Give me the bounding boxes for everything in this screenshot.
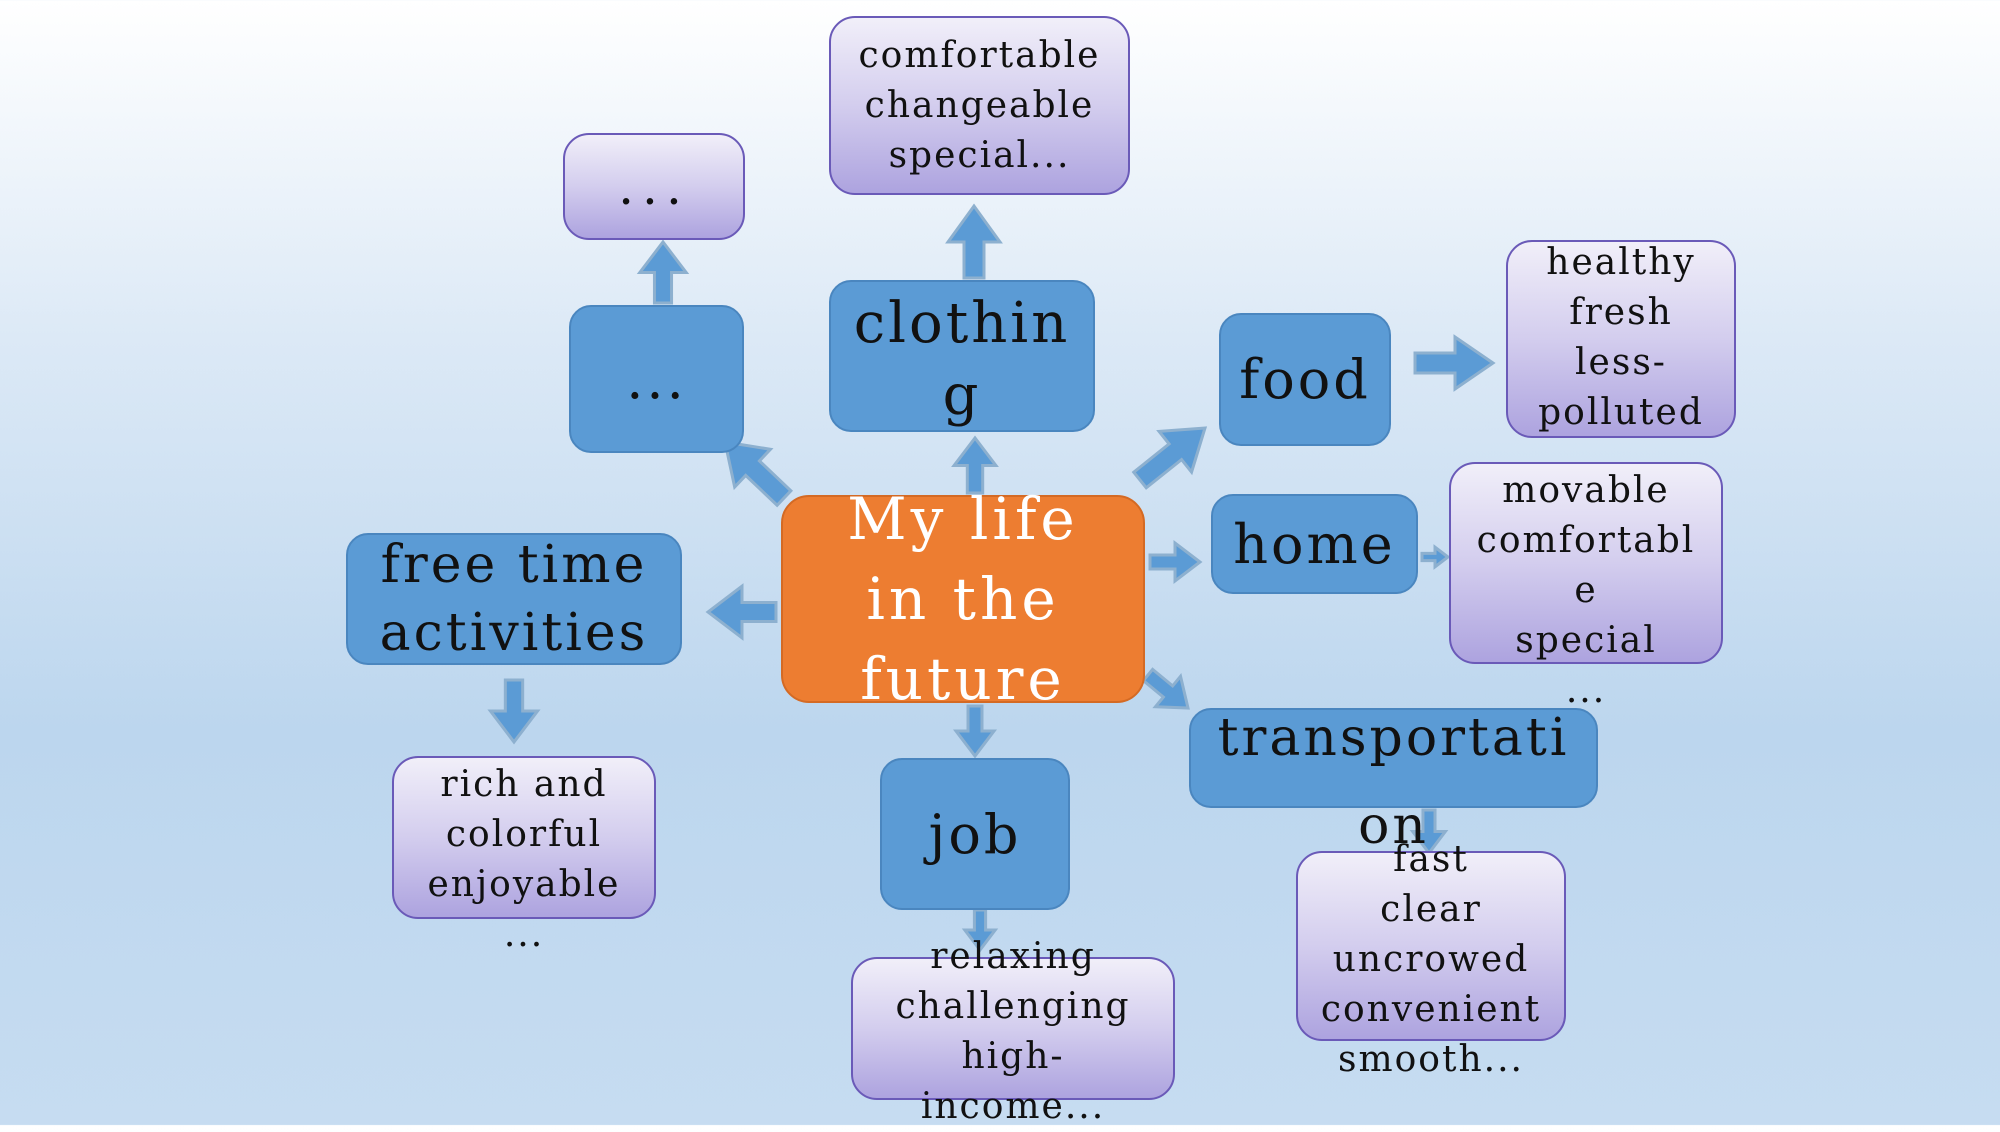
- topic-free-time-activities: free time activities: [346, 533, 682, 665]
- arrow-food-to-detail: [1413, 334, 1496, 392]
- arrow-center-to-home: [1148, 539, 1203, 585]
- detail-food-label: healthy fresh less- polluted ...: [1538, 242, 1704, 483]
- arrow-center-to-food: [1131, 426, 1208, 490]
- detail-home-label: movable comfortabl e special ...: [1476, 470, 1696, 711]
- topic-other: ...: [569, 305, 744, 453]
- topic-job-label: job: [928, 802, 1022, 866]
- topic-transportation-label: transportati on: [1217, 708, 1570, 856]
- arrow-center-to-other: [723, 440, 794, 508]
- arrow-other-to-detail: [636, 239, 690, 305]
- detail-other: ...: [563, 133, 745, 240]
- detail-free-time-label: rich and colorful enjoyable ...: [427, 763, 621, 955]
- topic-other-label: ...: [626, 347, 687, 411]
- central-topic: My life in the future: [781, 485, 1145, 713]
- topic-clothing: clothin g: [829, 280, 1095, 432]
- detail-free-time: rich and colorful enjoyable ...: [392, 756, 656, 955]
- detail-job: relaxing challenging high- income...: [851, 936, 1175, 1127]
- arrow-center-to-clothing: [951, 435, 999, 495]
- arrow-transportation-to-detail: [1409, 808, 1449, 856]
- topic-clothing-label: clothin g: [853, 291, 1071, 428]
- topic-home: home: [1211, 494, 1418, 594]
- detail-food: healthy fresh less- polluted ...: [1506, 240, 1736, 483]
- arrow-center-to-job: [952, 704, 998, 759]
- arrow-clothing-to-detail: [945, 203, 1003, 280]
- arrow-job-to-detail: [961, 908, 999, 953]
- detail-transportation: fast clear uncrowed convenient smooth...: [1296, 839, 1566, 1080]
- detail-home: movable comfortabl e special ...: [1449, 462, 1723, 711]
- arrow-center-to-transportation: [1141, 667, 1190, 710]
- detail-other-label: ...: [618, 157, 690, 216]
- topic-food: food: [1219, 313, 1391, 446]
- topic-transportation: transportati on: [1189, 708, 1598, 856]
- topic-job: job: [880, 758, 1070, 910]
- detail-transportation-label: fast clear uncrowed convenient smooth...: [1320, 839, 1542, 1080]
- topic-food-label: food: [1239, 348, 1371, 411]
- detail-clothing-label: comfortable changeable special...: [858, 34, 1101, 176]
- central-topic-label: My life in the future: [847, 485, 1079, 713]
- topic-free-time-label: free time activities: [379, 535, 649, 663]
- detail-job-label: relaxing challenging high- income...: [895, 935, 1131, 1127]
- detail-clothing: comfortable changeable special...: [829, 16, 1130, 195]
- arrow-center-to-free-time: [705, 583, 778, 641]
- topic-home-label: home: [1233, 512, 1396, 576]
- arrow-home-to-detail: [1420, 544, 1451, 570]
- arrow-free-time-to-detail: [487, 678, 541, 745]
